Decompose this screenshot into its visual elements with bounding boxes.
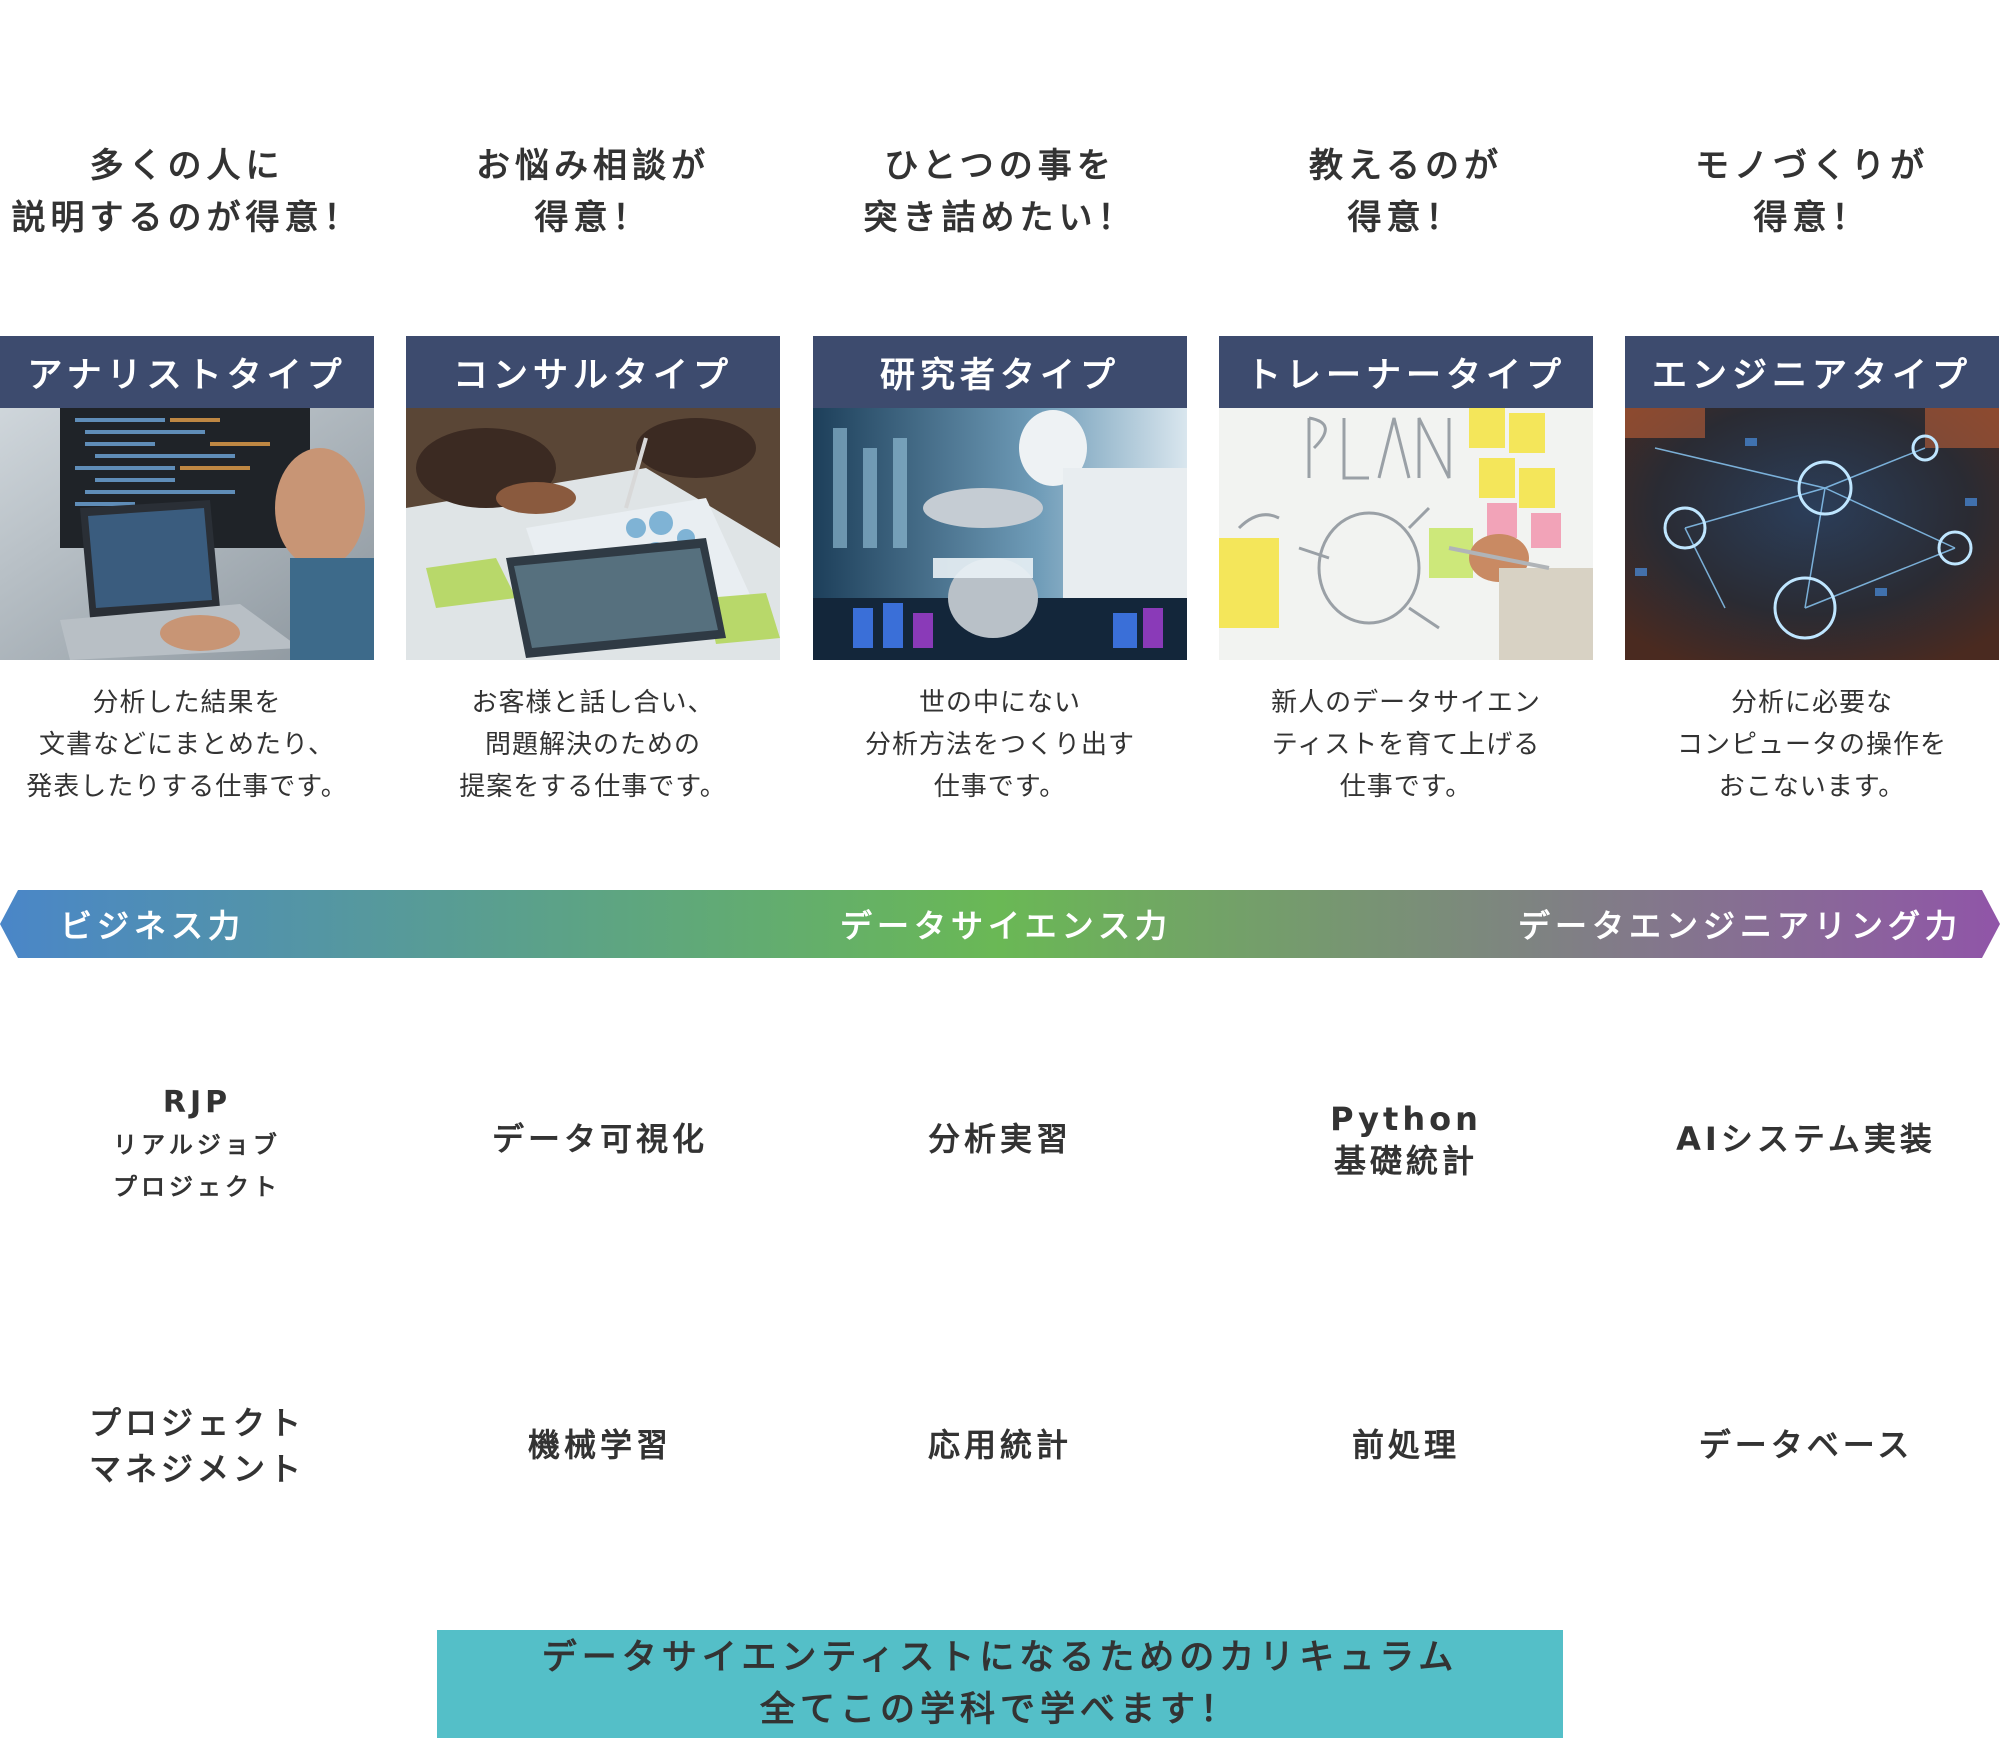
type-title: エンジニアタイプ: [1625, 336, 1999, 408]
skill-label-data-engineering: データエンジニアリング力: [1518, 907, 1963, 945]
type-card-researcher: 研究者タイプ: [813, 336, 1187, 660]
course-analysis-practice: 分析実習: [927, 1120, 1072, 1158]
type-title: コンサルタイプ: [406, 336, 780, 408]
type-card-analyst: アナリストタイプ: [0, 336, 374, 660]
tagline-engineer: モノづくりが 得意！: [1695, 146, 1929, 238]
type-card-consultant: コンサルタイプ: [406, 336, 780, 660]
type-card-trainer: トレーナータイプ: [1219, 336, 1593, 660]
tagline-researcher: ひとつの事を 突き詰めたい！: [863, 146, 1137, 238]
description-trainer: 新人のデータサイエン ティストを育て上げる 仕事です。: [1271, 688, 1541, 802]
course-database: データベース: [1698, 1426, 1914, 1464]
description-analyst: 分析した結果を 文書などにまとめたり、 発表したりする仕事です。: [26, 688, 348, 802]
tagline-trainer: 教えるのが 得意！: [1309, 146, 1503, 238]
course-data-visualization: データ可視化: [491, 1120, 708, 1158]
consulting-documents-photo: [406, 408, 780, 660]
type-title: 研究者タイプ: [813, 336, 1187, 408]
description-consultant: お客様と話し合い、 問題解決のための 提案をする仕事です。: [459, 688, 727, 802]
skill-label-business: ビジネス力: [60, 907, 246, 945]
skill-spectrum-bar: ビジネス力 データサイエンス力 データエンジニアリング力: [0, 890, 2000, 958]
course-applied-statistics: 応用統計: [927, 1426, 1072, 1464]
course-machine-learning: 機械学習: [527, 1426, 672, 1464]
skill-label-data-science: データサイエンス力: [840, 907, 1173, 945]
description-researcher: 世の中にない 分析方法をつくり出す 仕事です。: [864, 688, 1135, 802]
curriculum-banner: データサイエンティストになるためのカリキュラム 全てこの学科で学べます！: [437, 1630, 1563, 1738]
course-ai-system: AIシステム実装: [1676, 1120, 1936, 1158]
tagline-analyst: 多くの人に 説明するのが得意！: [11, 146, 363, 238]
laptop-code-photo: [0, 408, 374, 660]
course-rjp: RJP リアルジョブ プロジェクト: [113, 1085, 281, 1201]
type-card-engineer: エンジニアタイプ: [1625, 336, 1999, 660]
tagline-consultant: お悩み相談が 得意！: [476, 146, 710, 238]
type-title: トレーナータイプ: [1219, 336, 1593, 408]
course-python-statistics: Python 基礎統計: [1330, 1100, 1482, 1180]
type-title: アナリストタイプ: [0, 336, 374, 408]
skill-spectrum-arrow-shape: [0, 890, 2000, 958]
lab-research-photo: [813, 408, 1187, 660]
course-project-management: プロジェクト マネジメント: [88, 1404, 305, 1488]
course-preprocessing: 前処理: [1351, 1426, 1460, 1464]
whiteboard-plan-photo: [1219, 408, 1593, 660]
network-technology-photo: [1625, 408, 1999, 660]
description-engineer: 分析に必要な コンピュータの操作を おこないます。: [1676, 688, 1947, 802]
